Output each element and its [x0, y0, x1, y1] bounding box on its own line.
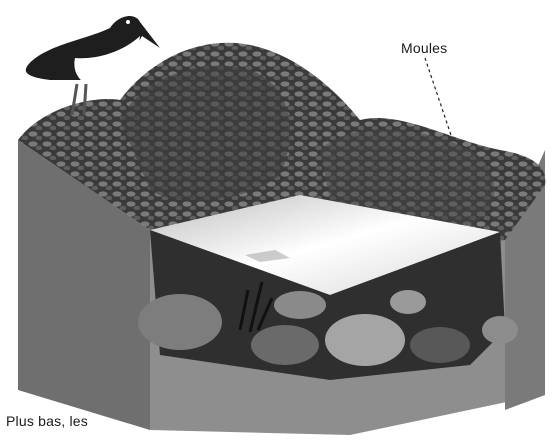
pebble — [274, 291, 326, 319]
pebble — [251, 325, 319, 365]
pebble — [390, 290, 426, 314]
moules-leader-line — [425, 58, 452, 138]
pebble — [325, 314, 405, 366]
label-bottom-caption: Plus bas, les — [6, 413, 88, 429]
pebble — [410, 327, 470, 363]
label-moules: Moules — [401, 40, 447, 56]
pebble — [138, 294, 222, 350]
pebble — [482, 316, 518, 344]
